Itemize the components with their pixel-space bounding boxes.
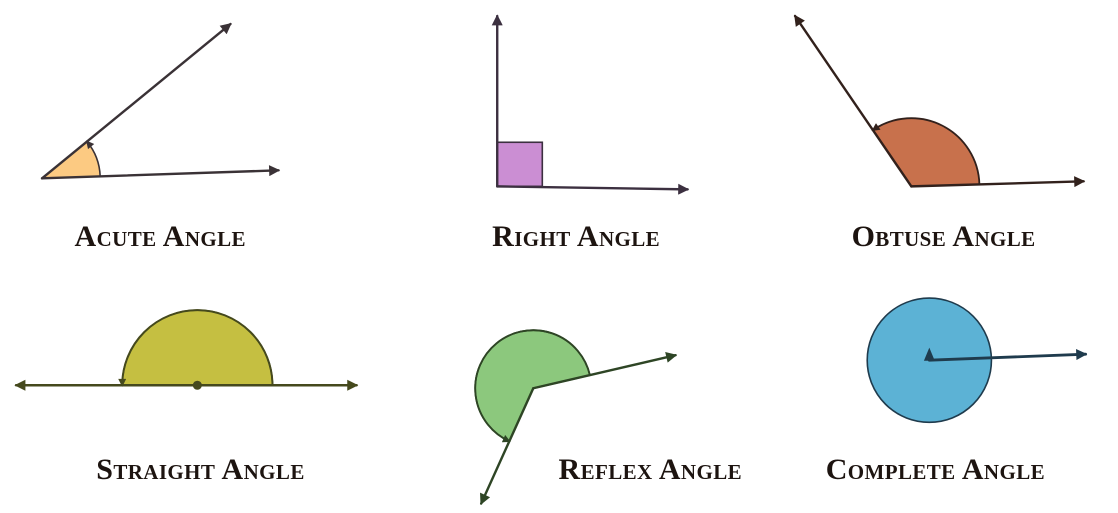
- acute-angle-arc: [86, 140, 101, 178]
- straight-angle-shapes: [121, 308, 274, 386]
- obtuse-angle-sector: [873, 118, 980, 187]
- reflex-down-ray: [479, 386, 535, 505]
- complete-horizontal-ray: [928, 348, 1088, 362]
- obtuse-angle-figure: [794, 14, 1086, 188]
- right-horizontal-ray: [495, 183, 689, 195]
- complete-angle-rays: [928, 348, 1088, 362]
- straight-angle-semicircle: [121, 308, 274, 386]
- straight-angle-arc: [118, 308, 274, 387]
- reflex-angle-rays: [473, 328, 677, 505]
- straight-angle-rays: [14, 308, 359, 391]
- obtuse-angle-arc: [871, 117, 981, 186]
- complete-angle-panel: Complete Angle: [745, 257, 1118, 513]
- obtuse-angle-panel: Obtuse Angle: [745, 0, 1118, 257]
- right-angle-panel: Right Angle: [373, 0, 746, 257]
- reflex-angle-arc: [473, 328, 591, 442]
- right-angle-marker-group: [496, 141, 543, 188]
- reflex-angle-label: Reflex Angle: [558, 452, 743, 486]
- acute-angle-panel: Acute Angle: [0, 0, 373, 257]
- complete-angle-label: Complete Angle: [825, 452, 1046, 486]
- acute-angle-figure: [40, 22, 281, 180]
- reflex-right-ray: [531, 351, 677, 389]
- reflex-angle-panel: Reflex Angle: [373, 257, 746, 513]
- acute-horizontal-ray: [40, 165, 281, 180]
- right-angle-label: Right Angle: [492, 220, 661, 253]
- vertex-dot: [192, 380, 202, 390]
- right-angle-rays: [491, 14, 689, 195]
- obtuse-angle-rays: [794, 14, 1086, 188]
- obtuse-slant-ray: [794, 14, 913, 188]
- right-angle-square: [496, 141, 543, 188]
- acute-slant-ray: [40, 22, 232, 180]
- straight-angle-panel: Straight Angle: [0, 257, 373, 513]
- center-arrowhead-icon: [924, 347, 936, 361]
- right-angle-figure: [491, 14, 689, 195]
- obtuse-horizontal-ray: [910, 176, 1086, 188]
- straight-angle-label: Straight Angle: [96, 452, 305, 486]
- acute-angle-sector: [42, 141, 101, 179]
- reflex-angle-figure: [473, 328, 677, 505]
- obtuse-angle-label: Obtuse Angle: [851, 220, 1036, 253]
- straight-angle-figure: [14, 308, 359, 391]
- acute-angle-label: Acute Angle: [74, 220, 246, 253]
- acute-angle-rays: [40, 22, 281, 180]
- complete-angle-figure: [866, 296, 1088, 423]
